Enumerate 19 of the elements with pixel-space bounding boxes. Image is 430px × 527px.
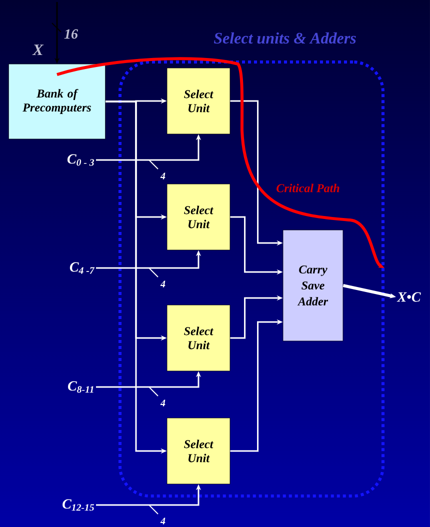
process-box: Select Unit <box>166 184 230 250</box>
input-label: C$_{0 - 3}$ <box>67 154 94 166</box>
edge-label: Critical Path <box>276 184 340 192</box>
bus-width-label: 16 <box>64 29 78 39</box>
bus-width-label: 4 <box>160 280 166 288</box>
input-label: C$_{8-11}$ <box>68 381 94 393</box>
edge-label: X <box>32 44 44 56</box>
process-box: Select Unit <box>166 68 230 134</box>
node-label: Select units & Adders <box>214 32 356 44</box>
bus-width-label: 4 <box>160 172 166 180</box>
input-label: C$_{12-15}$ <box>62 499 94 511</box>
process-box: Carry Save Adder <box>282 230 344 342</box>
process-box: Select Unit <box>166 304 230 372</box>
process-box: Select Unit <box>166 418 230 484</box>
process-box: Bank of Precomputers <box>8 64 106 140</box>
input-label: C$_{4 -7}$ <box>70 262 95 274</box>
output-label: X•C <box>396 292 421 302</box>
bus-width-label: 4 <box>160 518 166 524</box>
bus-width-label: 4 <box>160 400 166 406</box>
